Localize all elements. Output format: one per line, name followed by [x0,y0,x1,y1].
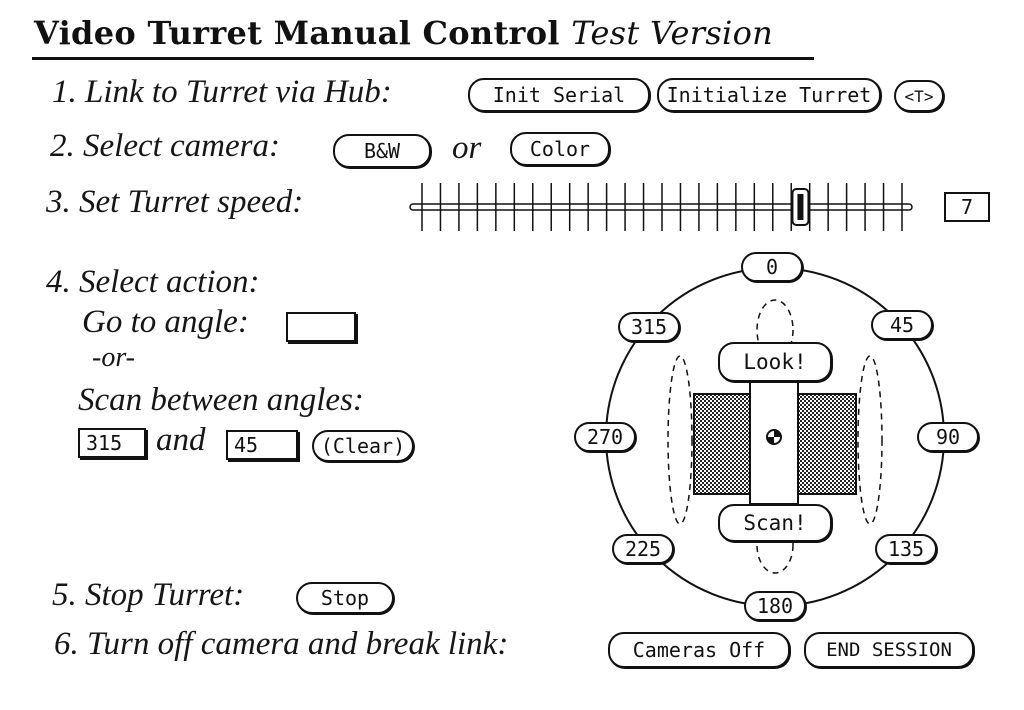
angle-270-button[interactable]: 270 [574,422,636,452]
slider-track [409,203,913,211]
initialize-turret-button[interactable]: Initialize Turret [657,78,881,112]
turret-body [693,393,857,495]
angle-90-button[interactable]: 90 [917,422,979,452]
bw-camera-button[interactable]: B&W [333,134,431,168]
step6-label: 6. Turn off camera and break link: [54,626,509,662]
step5-label: 5. Stop Turret: [52,577,245,613]
scan-button[interactable]: Scan! [718,504,832,542]
clear-button[interactable]: (Clear) [312,430,414,462]
slider-knob-grip [797,194,804,220]
scan-between-label: Scan between angles: [78,382,364,418]
or-separator: -or- [92,342,135,373]
end-session-button[interactable]: END SESSION [804,632,974,668]
step3-label: 3. Set Turret speed: [46,184,304,220]
angle-0-button[interactable]: 0 [741,252,803,282]
title-version: Test Version [571,14,774,52]
go-to-angle-label: Go to angle: [82,304,249,340]
look-button[interactable]: Look! [718,342,832,382]
angle-225-button[interactable]: 225 [612,534,674,564]
camera-or-text: or [452,130,482,166]
cameras-off-button[interactable]: Cameras Off [608,632,790,668]
angle-315-button[interactable]: 315 [618,312,680,342]
title-underline [32,57,814,60]
right-oval [857,355,883,525]
init-serial-button[interactable]: Init Serial [468,78,650,112]
go-to-angle-input[interactable] [286,312,356,342]
step1-label: 1. Link to Turret via Hub: [52,74,392,110]
color-camera-button[interactable]: Color [510,132,610,166]
angle-180-button[interactable]: 180 [744,591,806,621]
and-text: and [156,422,206,458]
slider-knob [791,188,810,226]
angle-45-button[interactable]: 45 [871,310,933,340]
speed-value-box: 7 [944,192,990,222]
t-button[interactable]: <T> [894,80,944,112]
turret-center [749,379,799,505]
step4-label: 4. Select action: [46,264,260,300]
scan-from-input[interactable]: 315 [78,428,146,458]
left-oval [667,355,693,525]
title-main: Video Turret Manual Control [34,14,560,52]
angle-135-button[interactable]: 135 [875,534,937,564]
scan-to-input[interactable]: 45 [226,430,298,460]
stop-button[interactable]: Stop [296,582,394,614]
step2-label: 2. Select camera: [50,128,280,164]
crosshair-icon [766,429,782,445]
page-title: Video Turret Manual Control Test Version [34,14,773,52]
